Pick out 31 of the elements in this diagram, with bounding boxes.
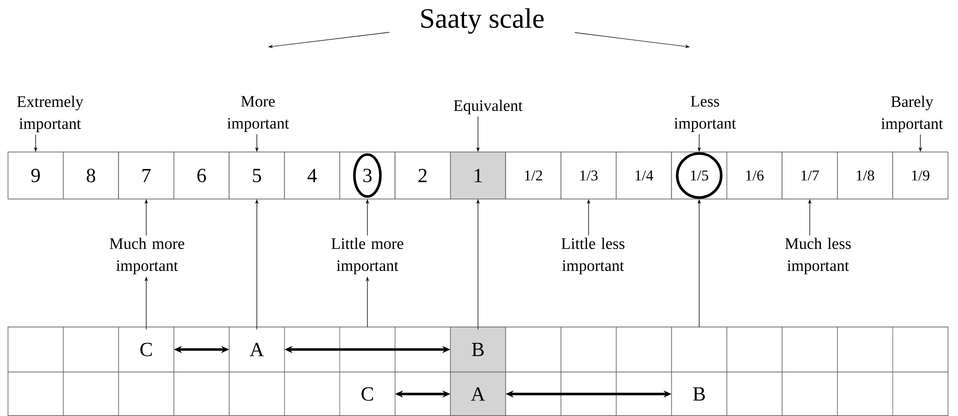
- cell-letter: C: [362, 387, 373, 401]
- scale-cell: 1/6: [726, 152, 782, 200]
- cell-letter: C: [140, 342, 152, 356]
- importance-label: More important: [227, 96, 290, 132]
- cell-letter: A: [250, 342, 264, 356]
- scale-cell: 7: [118, 152, 174, 200]
- importance-label: Barely important: [881, 96, 944, 132]
- cell-letter: B: [472, 342, 484, 356]
- importance-label: Extremely important: [17, 96, 84, 132]
- importance-label: Much less important: [785, 238, 851, 274]
- importance-label: Equivalent: [454, 100, 523, 114]
- importance-label: Little more important: [331, 238, 404, 274]
- scale-cell: 4: [284, 152, 340, 200]
- scale-cell: 5: [228, 152, 285, 200]
- scale-cell: 8: [62, 152, 119, 200]
- scale-cell: 1: [450, 152, 506, 200]
- scale-cell: 1/4: [616, 152, 672, 200]
- importance-label: Little less important: [561, 238, 624, 274]
- scale-cell: 1/7: [782, 152, 838, 200]
- cell-letter: B: [693, 387, 705, 401]
- scale-cell: 6: [174, 152, 230, 200]
- scale-cell: 1/9: [892, 152, 948, 200]
- cell-letter: A: [470, 387, 486, 401]
- scale-cell: 1/2: [505, 152, 562, 200]
- scale-cell: 1/3: [560, 152, 617, 200]
- importance-label: Less important: [674, 96, 736, 132]
- scale-cell: 2: [394, 152, 451, 200]
- scale-cell: 9: [8, 152, 64, 200]
- scale-title: Saaty scale: [421, 8, 544, 34]
- scale-cell: 1/8: [837, 152, 894, 200]
- importance-label: Much more important: [110, 238, 184, 274]
